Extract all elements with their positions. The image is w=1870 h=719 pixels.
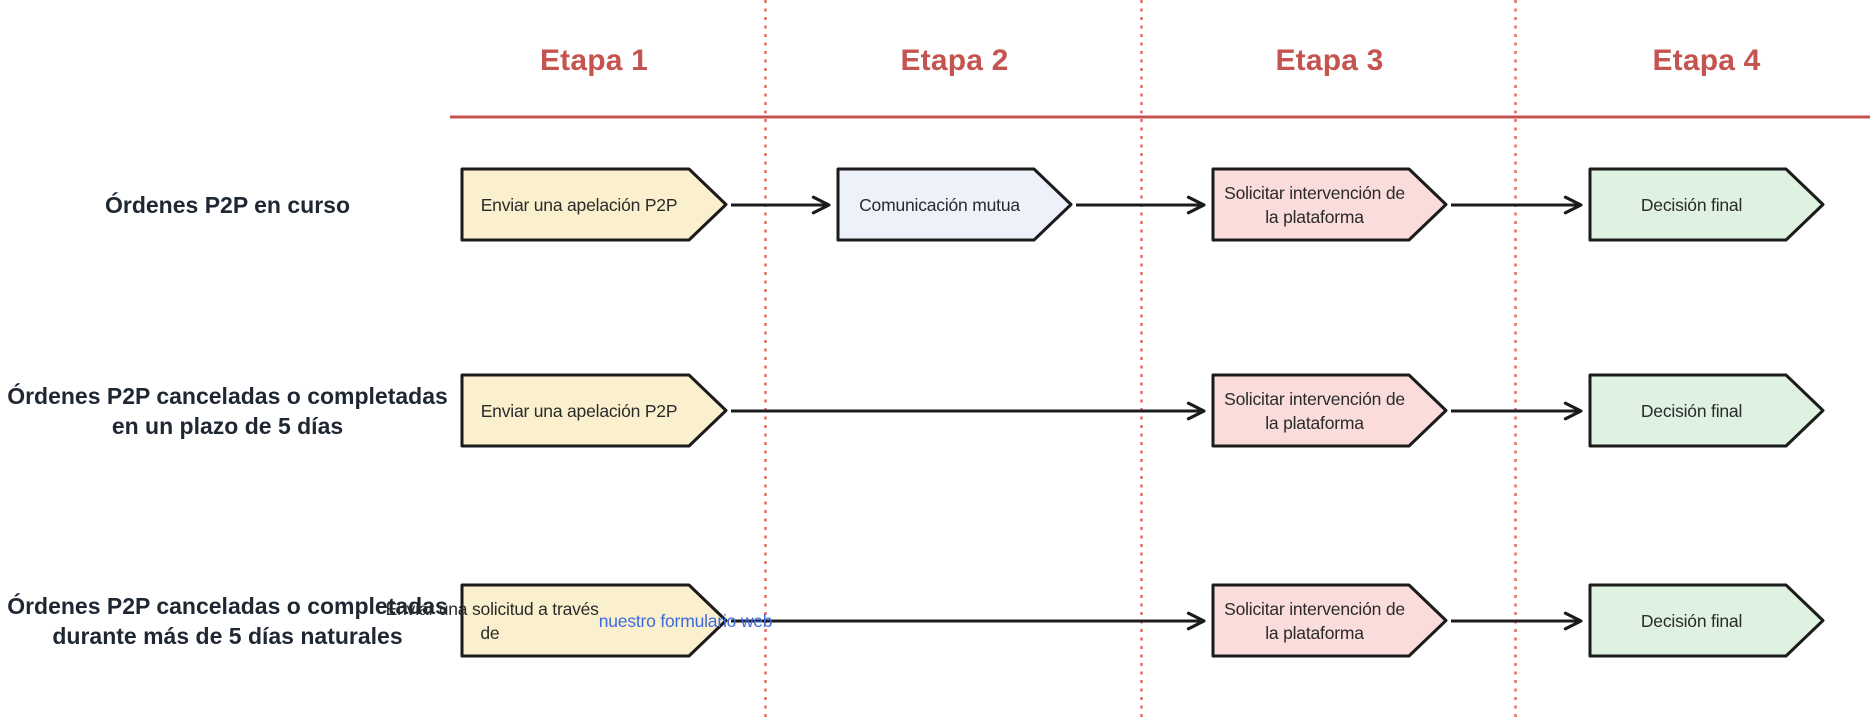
chevron-shape — [460, 167, 728, 242]
chevron-shape — [1211, 373, 1448, 448]
chevron-shape — [460, 373, 728, 448]
stage-header-etapa-2: Etapa 2 — [900, 44, 1009, 77]
step-box-row2-decision-final: Decisión final — [1588, 373, 1825, 448]
step-box-row2-solicitar-intervencion: Solicitar intervención de la plataforma — [1211, 373, 1448, 448]
chevron-shape — [1588, 583, 1825, 658]
step-box-row1-comunicacion-mutua: Comunicación mutua — [836, 167, 1073, 242]
step-box-row3-decision-final: Decisión final — [1588, 583, 1825, 658]
stage-header-etapa-4: Etapa 4 — [1652, 44, 1761, 77]
step-box-row1-enviar-apelacion: Enviar una apelación P2P — [460, 167, 728, 242]
step-label: Solicitar intervención de la plataforma — [1224, 598, 1405, 643]
stage-header-etapa-1: Etapa 1 — [539, 44, 649, 77]
step-box-row1-decision-final: Decisión final — [1588, 167, 1825, 242]
step-label: Comunicación mutua — [859, 194, 1020, 215]
step-label: Decisión final — [1640, 610, 1743, 631]
chevron-shape — [1588, 167, 1825, 242]
step-label: Solicitar intervención de la plataforma — [1224, 388, 1405, 433]
step-label: Enviar una solicitud a través de nuestro… — [386, 583, 773, 658]
chevron-shape — [1211, 583, 1448, 658]
chevron-shape — [460, 583, 728, 658]
step-box-row2-enviar-apelacion: Enviar una apelación P2P — [460, 373, 728, 448]
step-box-row3-enviar-solicitud: Enviar una solicitud a través de nuestro… — [386, 583, 773, 658]
step-label: Solicitar intervención de la plataforma — [1224, 182, 1405, 227]
chevron-shape — [1211, 167, 1448, 242]
step-label: Enviar una apelación P2P — [480, 194, 678, 215]
step-box-row1-solicitar-intervencion: Solicitar intervención de la plataforma — [1211, 167, 1448, 242]
formulario-web-link[interactable]: nuestro formulario web — [598, 610, 773, 631]
step-label: Enviar una apelación P2P — [480, 400, 678, 421]
stage-header-etapa-3: Etapa 3 — [1275, 44, 1384, 77]
row-label-ordenes-5-dias: Órdenes P2P canceladas o completadas en … — [7, 383, 448, 439]
step-label-text: Enviar una solicitud a través de — [385, 598, 599, 643]
row-label-ordenes-mas-5-dias: Órdenes P2P canceladas o completadas dur… — [7, 593, 448, 649]
chevron-shape — [1588, 373, 1825, 448]
row-label-ordenes-en-curso: Órdenes P2P en curso — [104, 192, 350, 218]
chevron-shape — [836, 167, 1073, 242]
step-label: Decisión final — [1640, 194, 1743, 215]
step-label: Decisión final — [1640, 400, 1743, 421]
step-box-row3-solicitar-intervencion: Solicitar intervención de la plataforma — [1211, 583, 1448, 658]
